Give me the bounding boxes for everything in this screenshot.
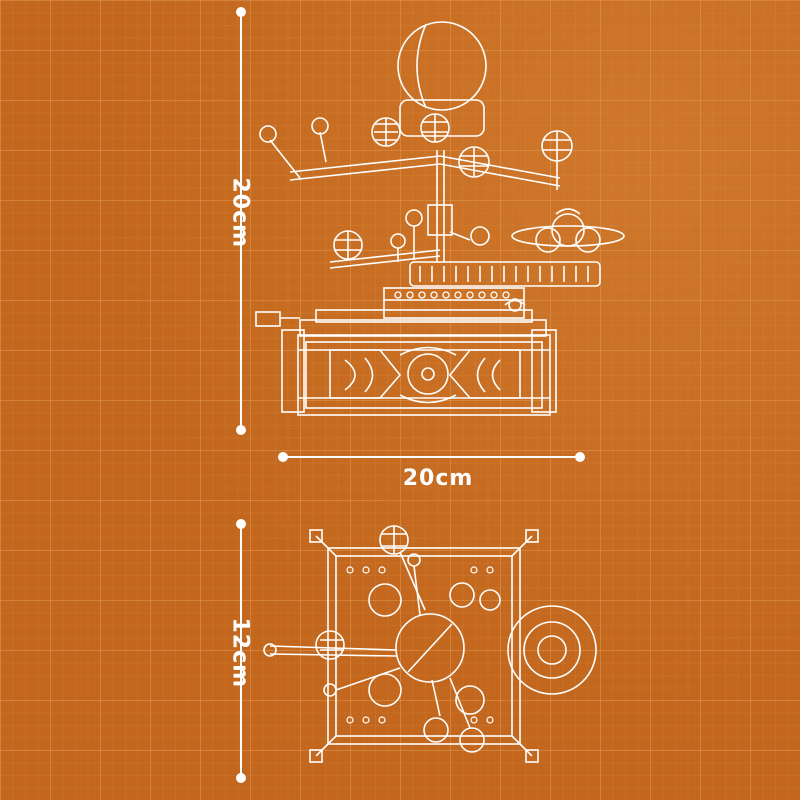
depth-bottom-dot <box>236 773 246 783</box>
width-right-dot <box>575 452 585 462</box>
orrery-top-view-drawing <box>263 525 597 763</box>
height-bottom-dot <box>236 425 246 435</box>
height-dimension-label: 20cm <box>227 177 253 249</box>
height-top-dot <box>236 7 246 17</box>
width-left-dot <box>278 452 288 462</box>
depth-top-dot <box>236 519 246 529</box>
orrery-front-view-drawing <box>255 21 625 416</box>
depth-dimension-label: 12cm <box>227 617 253 689</box>
width-dimension-label: 20cm <box>402 466 474 491</box>
